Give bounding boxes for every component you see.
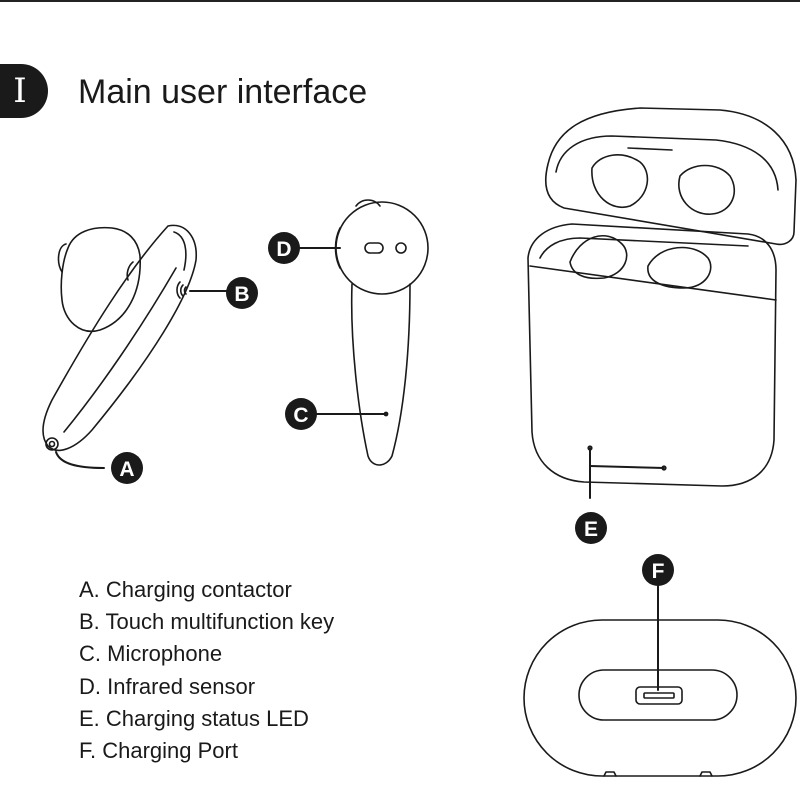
callout-lines <box>55 247 665 691</box>
earbud-front-view <box>334 199 429 466</box>
legend-item-b: B. Touch multifunction key <box>79 609 335 635</box>
legend-item-f: F. Charging Port <box>79 737 238 763</box>
svg-text:D: D <box>276 238 291 261</box>
earbud-side-view <box>42 224 197 452</box>
marker-a: A <box>111 452 143 484</box>
svg-text:A: A <box>119 458 134 481</box>
svg-text:E: E <box>584 518 598 541</box>
component-legend: A. Charging contactor B. Touch multifunc… <box>79 574 334 767</box>
legend-item-a: A. Charging contactor <box>79 577 292 602</box>
svg-text:C: C <box>293 404 308 427</box>
legend-item-e: E. Charging status LED <box>79 705 309 731</box>
marker-e: E <box>575 512 607 544</box>
charging-case-bottom-view <box>523 619 797 777</box>
svg-text:B: B <box>234 283 249 306</box>
marker-f: F <box>642 554 674 586</box>
marker-c: C <box>285 398 317 430</box>
section-numeral: I <box>13 71 27 111</box>
marker-b: B <box>226 277 258 309</box>
svg-text:F: F <box>652 560 665 583</box>
marker-d: D <box>268 232 300 264</box>
section-title: Main user interface <box>78 73 368 111</box>
touch-key-pattern <box>176 281 187 299</box>
legend-item-c: C. Microphone <box>79 641 223 667</box>
legend-item-d: D. Infrared sensor <box>79 673 256 699</box>
top-rule <box>0 0 800 2</box>
charging-case-open <box>527 107 797 487</box>
section-badge: I <box>0 64 48 118</box>
